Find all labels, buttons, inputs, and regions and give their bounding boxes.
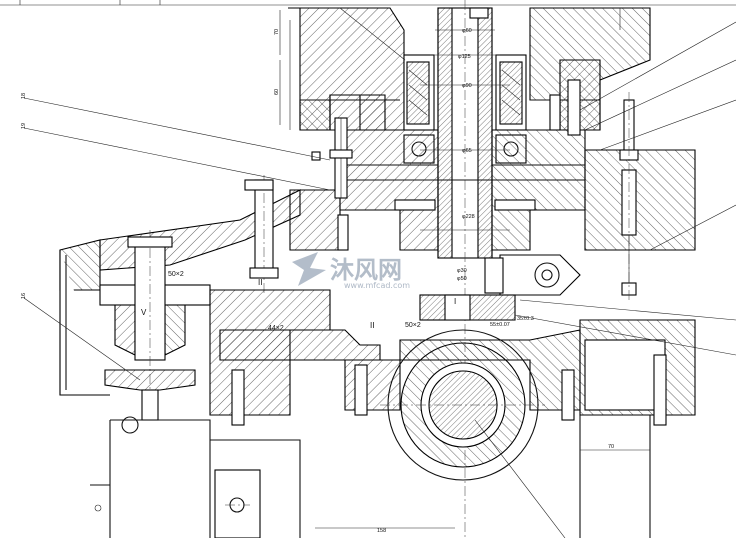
dim-h60: 60: [274, 89, 280, 95]
dim-50x2-right: 50×2: [405, 322, 421, 329]
left-clamp: [99, 230, 211, 410]
right-rods: [549, 79, 639, 300]
large-gear: [380, 329, 545, 481]
top-frame: [0, 0, 736, 6]
dim-55: 55±0.07: [490, 322, 510, 328]
dimension-lines: [279, 10, 650, 529]
label-19: 19: [21, 123, 27, 129]
dim-phi50: φ50: [457, 276, 467, 282]
label-part-II-right: II: [370, 321, 374, 330]
watermark-url: www.mfcad.com: [344, 281, 410, 290]
watermark-logo-icon: [292, 252, 326, 286]
left-bolts: [311, 117, 353, 251]
dim-50x2-left: 50×2: [168, 271, 184, 278]
watermark-text: 沐风网: [330, 256, 402, 284]
dim-h70: 70: [274, 29, 280, 35]
dim-phi65: φ65: [462, 148, 472, 154]
middle-flange: [289, 129, 696, 251]
label-part-V: V: [141, 308, 147, 317]
watermark: 沐风网 www.mfcad.com: [292, 252, 410, 290]
label-part-II-left: II: [258, 278, 262, 287]
dim-phi30: φ30: [457, 268, 467, 274]
right-linkage: [419, 254, 581, 321]
dim-phi125: φ125: [458, 54, 471, 60]
upper-left-housing: [288, 7, 405, 131]
dim-158: 158: [377, 528, 386, 534]
left-jaw: [104, 369, 196, 434]
left-arm: [59, 175, 301, 396]
central-spindle: [437, 0, 493, 538]
dim-phi60: φ60: [462, 28, 472, 34]
dim-70: 70: [608, 444, 614, 450]
label-part-I: I: [454, 297, 456, 306]
lower-frame: [90, 415, 651, 538]
leader-lines: [23, 7, 736, 538]
dim-44x2: 44×2: [268, 325, 284, 332]
dim-phi228: φ228: [462, 214, 475, 220]
label-16: 16: [21, 293, 27, 299]
dim-35: 35±0.3: [517, 316, 534, 322]
lower-housing: [209, 289, 696, 426]
label-18: 18: [21, 93, 27, 99]
dim-phi90: φ90: [462, 83, 472, 89]
